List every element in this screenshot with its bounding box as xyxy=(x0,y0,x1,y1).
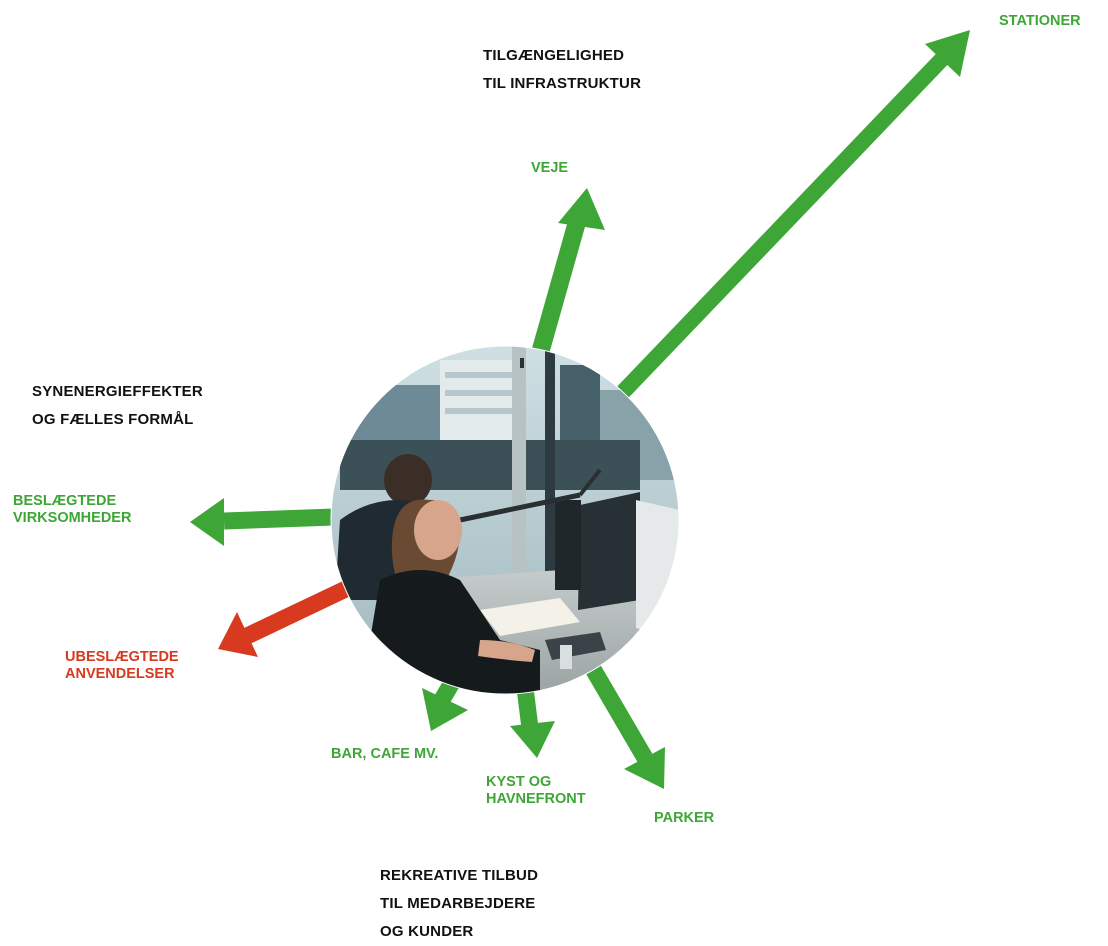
label-ubeslaegtede-line-2: ANVENDELSER xyxy=(65,666,175,682)
label-veje-line-1: VEJE xyxy=(531,160,569,176)
label-stationer-line-1: STATIONER xyxy=(999,13,1081,29)
heading-recreation-line-3: OG KUNDER xyxy=(380,923,474,940)
heading-infrastructure-line-1: TILGÆNGELIGHED xyxy=(483,47,625,64)
arrow-ubeslaegtede xyxy=(218,579,354,657)
label-kyst-line-1: KYST OG xyxy=(486,774,552,790)
photo-frame xyxy=(330,345,680,695)
arrow-stationer xyxy=(616,30,970,399)
label-ubeslaegtede: UBESLÆGTEDE ANVENDELSER xyxy=(65,649,179,683)
label-beslaegtede-line-2: VIRKSOMHEDER xyxy=(13,510,132,526)
label-bar-cafe: BAR, CAFE MV. xyxy=(331,746,438,763)
label-parker: PARKER xyxy=(654,810,714,827)
heading-recreation-line-1: REKREATIVE TILBUD xyxy=(380,867,539,884)
label-beslaegtede-line-1: BESLÆGTEDE xyxy=(13,493,117,509)
arrow-veje xyxy=(531,188,605,356)
label-bar-cafe-line-1: BAR, CAFE MV. xyxy=(331,746,439,762)
label-kyst: KYST OG HAVNEFRONT xyxy=(486,774,586,808)
heading-synergy-line-1: SYNENERGIEFFEKTER xyxy=(32,383,203,400)
label-beslaegtede: BESLÆGTEDE VIRKSOMHEDER xyxy=(13,493,131,527)
heading-recreation-line-2: TIL MEDARBEJDERE xyxy=(380,895,536,912)
arrow-kyst xyxy=(510,686,555,758)
arrow-parker xyxy=(585,664,665,789)
label-ubeslaegtede-line-1: UBESLÆGTEDE xyxy=(65,649,179,665)
label-parker-line-1: PARKER xyxy=(654,810,715,826)
label-stationer: STATIONER xyxy=(999,13,1081,30)
heading-synergy-line-2: OG FÆLLES FORMÅL xyxy=(32,411,194,428)
heading-recreation: REKREATIVE TILBUD TIL MEDARBEJDERE OG KU… xyxy=(380,862,538,946)
heading-infrastructure-line-2: TIL INFRASTRUKTUR xyxy=(483,75,642,92)
office-photo xyxy=(331,346,679,694)
heading-infrastructure: TILGÆNGELIGHED TIL INFRASTRUKTUR xyxy=(483,42,641,98)
arrow-beslaegtede xyxy=(190,498,335,546)
label-kyst-line-2: HAVNEFRONT xyxy=(486,791,586,807)
label-veje: VEJE xyxy=(531,160,568,177)
heading-synergy: SYNENERGIEFFEKTER OG FÆLLES FORMÅL xyxy=(32,378,203,434)
